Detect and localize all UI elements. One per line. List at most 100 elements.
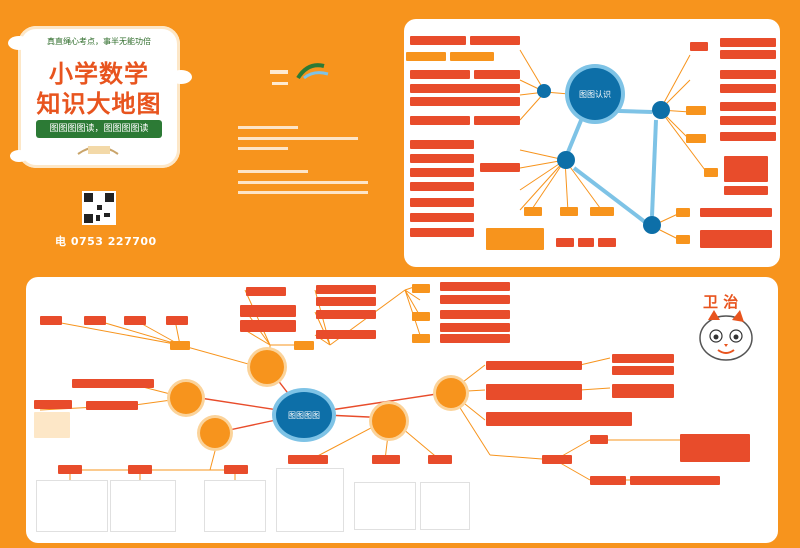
mindmap-box — [556, 238, 574, 247]
center-node-label: 图图图图 — [288, 410, 320, 420]
mindmap-box — [34, 400, 72, 409]
mindmap-node — [372, 404, 406, 438]
publisher-logo-icon — [296, 63, 329, 80]
mindmap-box — [690, 42, 708, 51]
cloud-icon — [10, 150, 28, 162]
mindmap-box — [598, 238, 616, 247]
mindmap-box — [406, 52, 446, 61]
cover-title-line2: 知识大地图 — [36, 90, 162, 118]
mindmap-box — [316, 285, 376, 294]
mindmap-box — [440, 295, 510, 304]
mindmap-box — [474, 116, 520, 125]
mindmap-box — [524, 207, 542, 216]
mindmap-box — [316, 297, 376, 306]
mindmap-box — [84, 316, 106, 325]
example-sketch — [110, 480, 176, 532]
mindmap-box — [128, 465, 152, 474]
mindmap-box — [686, 134, 706, 143]
mindmap-box — [578, 238, 594, 247]
mindmap-center-node-top: 图图认识 — [569, 68, 621, 120]
mindmap-node — [643, 216, 661, 234]
cloud-icon — [8, 36, 30, 50]
mindmap-box — [246, 287, 286, 296]
mindmap-box — [720, 116, 776, 125]
mindmap-box — [410, 70, 470, 79]
mindmap-box — [630, 476, 720, 485]
mindmap-box — [240, 305, 296, 317]
mindmap-box — [124, 316, 146, 325]
mindmap-box — [72, 379, 154, 388]
mindmap-box — [724, 156, 768, 182]
cover-title-line1: 小学数学 — [49, 60, 149, 88]
mindmap-box — [372, 455, 400, 464]
mascot-title: 卫 治 — [703, 293, 739, 311]
mindmap-box — [612, 366, 674, 375]
example-sketch — [276, 468, 344, 532]
mindmap-box — [428, 455, 452, 464]
phone-number: 电 0753 227700 — [55, 235, 157, 248]
copyright-line — [238, 170, 308, 173]
mindmap-box — [288, 455, 328, 464]
mindmap-box — [86, 401, 138, 410]
cover-card: 真直绳心考点，事半无能功倍 小学数学 知识大地图 图图图图读，图图图图读 — [18, 26, 180, 168]
mindmap-box — [612, 384, 674, 398]
mindmap-node — [652, 101, 670, 119]
mindmap-box — [170, 341, 190, 350]
mindmap-box — [410, 228, 474, 237]
mindmap-box — [486, 361, 582, 370]
mindmap-box — [58, 465, 82, 474]
mindmap-box — [720, 50, 776, 59]
mindmap-box — [542, 455, 572, 464]
mindmap-box — [450, 52, 494, 61]
mindmap-box — [720, 132, 776, 141]
mindmap-box — [704, 168, 718, 177]
cloud-icon — [170, 70, 192, 84]
example-sketch — [204, 480, 266, 532]
logo-mark — [272, 82, 288, 85]
mindmap-box — [676, 235, 690, 244]
mindmap-box — [474, 70, 520, 79]
copyright-line — [238, 137, 358, 140]
mindmap-node — [170, 382, 202, 414]
mindmap-box — [410, 154, 474, 163]
mindmap-box — [612, 354, 674, 363]
mindmap-box — [410, 140, 474, 149]
mindmap-node — [200, 418, 230, 448]
mindmap-box — [700, 208, 772, 217]
logo-mark — [270, 70, 288, 74]
mindmap-box — [412, 334, 430, 343]
mindmap-node — [557, 151, 575, 169]
mindmap-box — [680, 434, 750, 462]
mindmap-box — [720, 70, 776, 79]
mindmap-box — [440, 310, 510, 319]
cover-slogan: 真直绳心考点，事半无能功倍 — [47, 37, 151, 46]
mindmap-box — [410, 168, 474, 177]
mindmap-box — [470, 36, 520, 45]
copyright-line — [238, 126, 298, 129]
mindmap-box — [440, 334, 510, 343]
mindmap-box — [410, 198, 474, 207]
example-sketch — [420, 482, 470, 530]
copyright-line — [238, 147, 288, 150]
mindmap-box — [590, 435, 608, 444]
mascot-icon — [699, 310, 753, 361]
cover-ribbon: 图图图图读，图图图图读 — [36, 120, 162, 138]
mindmap-box — [410, 36, 466, 45]
mindmap-node — [537, 84, 551, 98]
mindmap-box — [412, 284, 430, 293]
mindmap-box — [676, 208, 690, 217]
mindmap-box — [224, 465, 248, 474]
mindmap-box — [724, 186, 768, 195]
mindmap-box — [590, 207, 614, 216]
mindmap-box — [410, 97, 520, 106]
mindmap-box — [316, 330, 376, 339]
center-node-label: 图图认识 — [579, 89, 611, 99]
mindmap-box — [240, 320, 296, 332]
qr-code-icon — [82, 191, 116, 225]
mindmap-box — [590, 476, 626, 485]
mindmap-box — [720, 38, 776, 47]
mindmap-box — [166, 316, 188, 325]
mindmap-box — [486, 412, 632, 426]
